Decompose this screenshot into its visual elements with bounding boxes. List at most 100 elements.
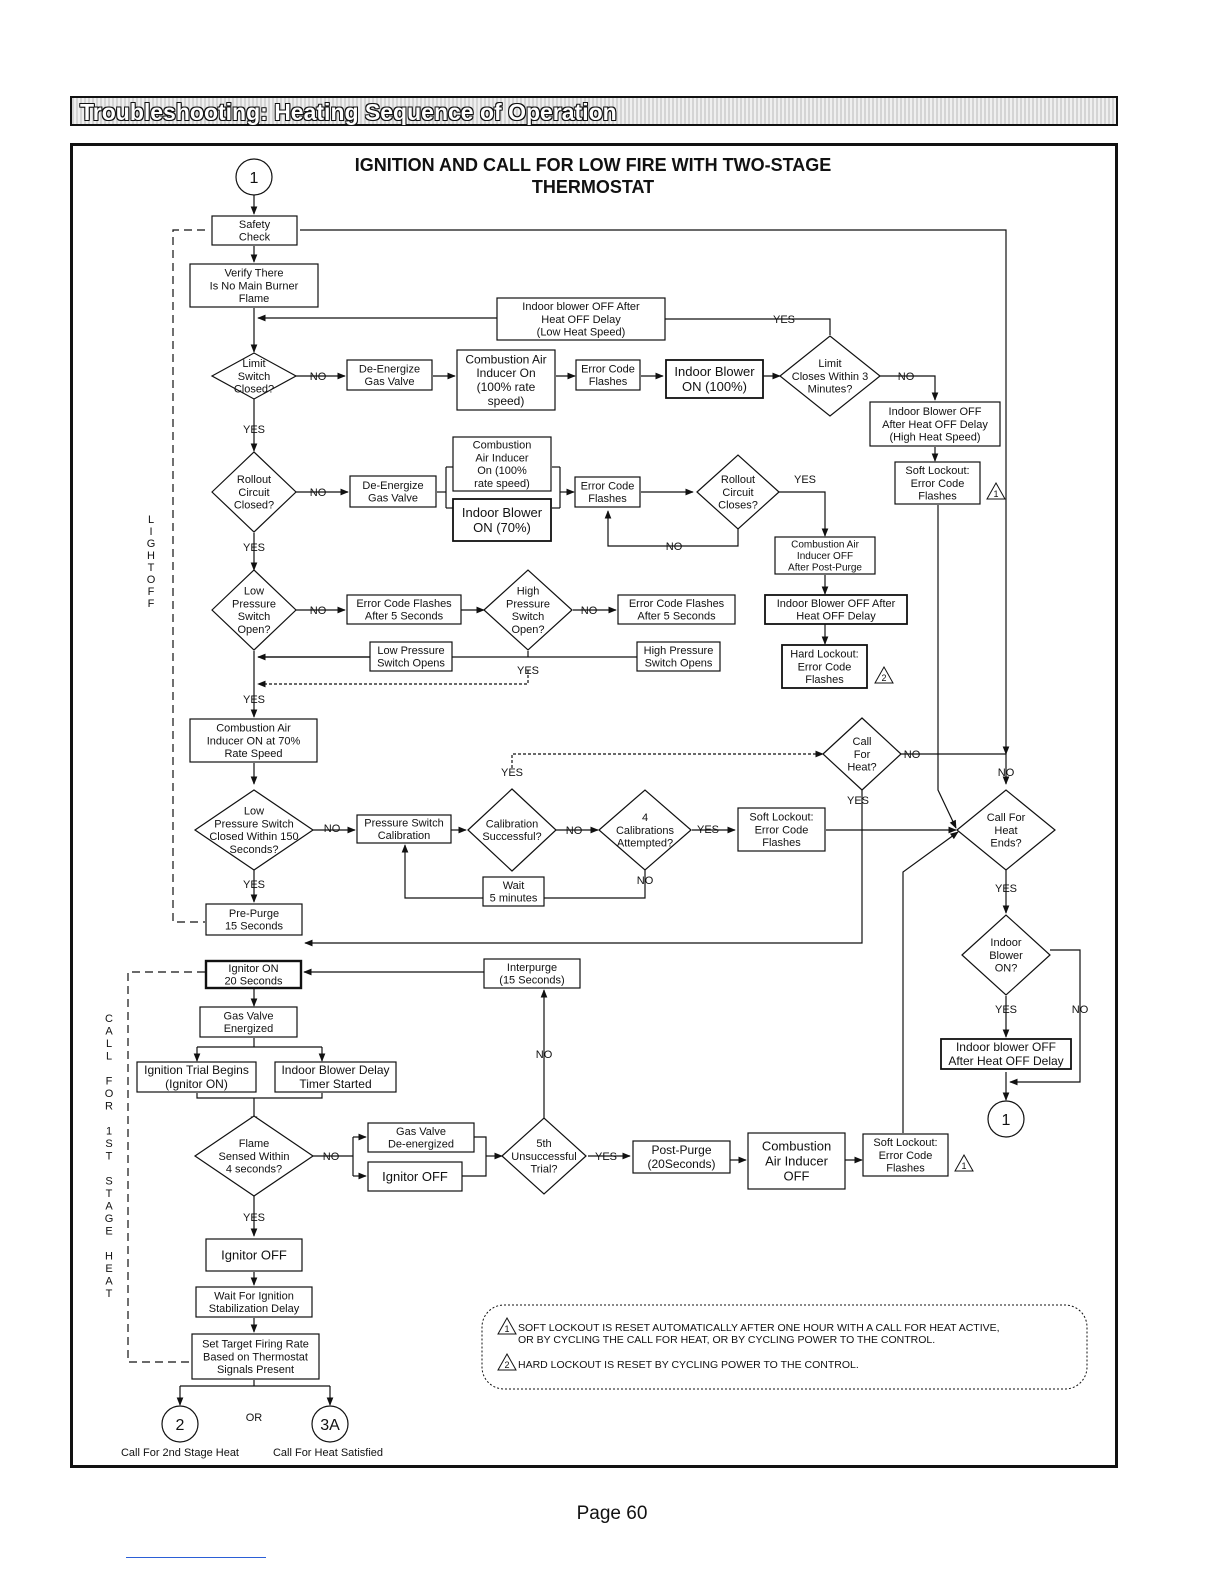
inducer-70-line-2: Inducer ON at 70%	[207, 735, 301, 747]
flow-label-9: NO	[310, 605, 327, 617]
call-letter-8: 1	[106, 1126, 112, 1138]
note-1-line-2: OR BY CYCLING THE CALL FOR HEAT, OR BY C…	[518, 1334, 935, 1346]
note-marker-soft-1: 1	[986, 481, 1006, 500]
post-purge-20-line-2: (20Seconds)	[647, 1157, 715, 1171]
blower-on-70-line-2: ON (70%)	[473, 520, 531, 535]
interpurge-line-1: Interpurge	[507, 962, 557, 974]
blower-on-q-line-2: Blower	[989, 950, 1023, 962]
blower-delay-timer-line-2: Timer Started	[299, 1077, 371, 1091]
flow-label-10: NO	[581, 605, 598, 617]
gas-energized-line-2: Energized	[224, 1023, 274, 1035]
pre-purge-line-1: Pre-Purge	[229, 908, 279, 920]
flow-label-7: NO	[666, 541, 683, 553]
rollout-closed-line-2: Circuit	[238, 487, 269, 499]
low-ps-opens-line-2: Switch Opens	[377, 658, 445, 670]
deenergize-gas-2-line-2: Gas Valve	[368, 493, 418, 505]
flame-sensed-line-3: 4 seconds?	[226, 1164, 282, 1176]
wait-5-line-1: Wait	[503, 880, 525, 892]
connector-25	[604, 510, 739, 547]
ps-calibration-line-1: Pressure Switch	[364, 817, 443, 829]
low-ps-closed-150-line-2: Pressure Switch	[214, 818, 293, 830]
flow-label-27: YES	[595, 1151, 617, 1163]
rollout-closed-line-1: Rollout	[237, 474, 271, 486]
call-heat-ends-line-3: Ends?	[990, 838, 1021, 850]
set-target-rate-line-1: Set Target Firing Rate	[202, 1339, 309, 1351]
inducer-on-100b-line-4: rate speed)	[474, 478, 530, 490]
connector-43	[544, 870, 646, 899]
note-1-marker-num: 1	[504, 1324, 509, 1334]
high-ps-open-line-4: Open?	[511, 624, 544, 636]
call-letter-16: H	[105, 1251, 113, 1263]
ignitor-off-2-box: Ignitor OFF	[205, 1238, 303, 1272]
error-flash-2-line-2: Flashes	[588, 493, 627, 505]
connector-3a: 3A	[311, 1405, 349, 1443]
light-off-letter-8: F	[148, 598, 155, 610]
bottom-link-underline[interactable]	[126, 1557, 266, 1558]
ignitor-off-2-line-1: Ignitor OFF	[221, 1248, 287, 1263]
connector-3a-caption: Call For Heat Satisfied	[273, 1447, 383, 1459]
note-2-line-1: HARD LOCKOUT IS RESET BY CYCLING POWER T…	[518, 1359, 859, 1371]
ps-calibration-line-2: Calibration	[378, 830, 431, 842]
flow-label-1: YES	[773, 314, 795, 326]
fifth-trial-line-3: Trial?	[530, 1164, 557, 1176]
note-2-marker-num: 2	[504, 1360, 509, 1370]
call-letter-7: R	[105, 1101, 113, 1113]
inducer-on-100b-line-2: Air Inducer	[475, 452, 529, 464]
call-letter-14: G	[105, 1213, 114, 1225]
blower-off-delay-line-2: Heat OFF Delay	[796, 611, 876, 623]
blower-delay-timer-line-1: Indoor Blower Delay	[281, 1063, 389, 1077]
flame-sensed-line-1: Flame	[239, 1138, 270, 1150]
call-heat-ends-line-2: Heat	[994, 825, 1017, 837]
inducer-70-line-3: Rate Speed	[224, 748, 282, 760]
note-marker-hard: 2	[874, 665, 894, 684]
four-calibrations-line-3: Attempted?	[617, 838, 673, 850]
call-letter-13: A	[105, 1201, 113, 1213]
page-number: Page 60	[576, 1503, 648, 1524]
start-connector-1: 1	[235, 158, 273, 196]
connector-44	[401, 844, 483, 899]
flow-label-22: YES	[995, 883, 1017, 895]
call-letter-4: L	[106, 1051, 112, 1063]
deenergize-gas-2-line-1: De-Energize	[362, 480, 423, 492]
soft-lockout-2-line-3: Flashes	[762, 837, 801, 849]
call-letter-12: T	[106, 1188, 113, 1200]
fifth-trial-line-1: 5th	[536, 1138, 551, 1150]
interpurge-line-2: (15 Seconds)	[499, 975, 564, 987]
light-off-letter-6: O	[147, 574, 156, 586]
flow-label-25: NO	[536, 1049, 553, 1061]
call-letter-10: T	[106, 1151, 113, 1163]
inducer-off-post-line-2: Inducer OFF	[797, 551, 853, 562]
wait-stabilization-line-1: Wait For Ignition	[214, 1290, 294, 1302]
flow-label-12: YES	[243, 694, 265, 706]
call-for-heat-line-1: Call	[853, 736, 872, 748]
flow-label-24: NO	[1072, 1004, 1089, 1016]
call-letter-5: F	[106, 1076, 113, 1088]
flow-label-13: YES	[501, 767, 523, 779]
light-off-letter-4: H	[147, 550, 155, 562]
inducer-off-line-1: Combustion	[762, 1138, 831, 1153]
light-off-letter-7: F	[148, 586, 155, 598]
high-ps-opens-line-2: Switch Opens	[645, 658, 713, 670]
fifth-trial-line-2: Unsuccessful	[511, 1151, 576, 1163]
inducer-off-post-line-3: After Post-Purge	[788, 563, 862, 574]
soft-lockout-2-line-1: Soft Lockout:	[749, 812, 813, 824]
calibration-ok-line-1: Calibration	[486, 818, 539, 830]
note-1-marker: 1	[497, 1316, 517, 1335]
light-off-letter-3: G	[147, 538, 156, 550]
